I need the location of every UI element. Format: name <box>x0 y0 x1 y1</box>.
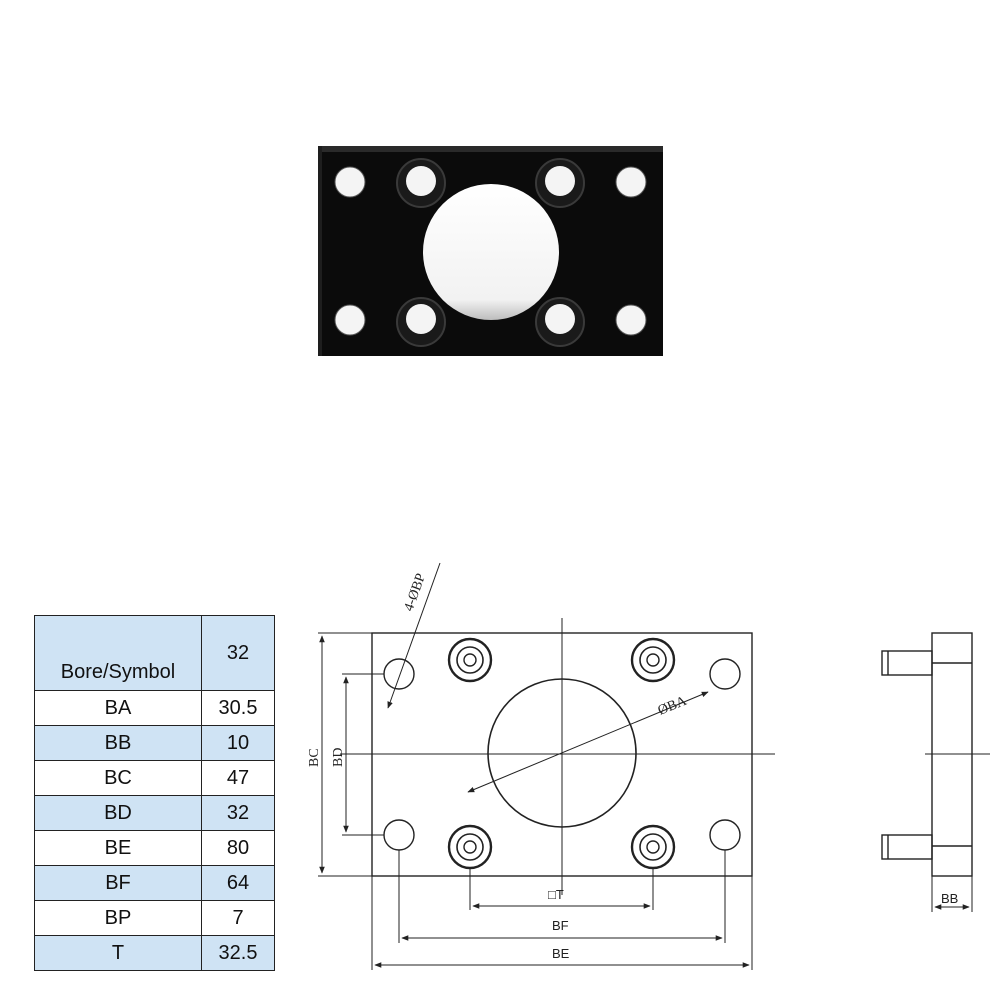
table-header-row: Bore/Symbol 32 <box>34 615 275 691</box>
outer-holes <box>334 166 647 336</box>
symbol-cell: BF <box>34 865 202 901</box>
hole-callout-label: 4-ØBP <box>402 571 429 613</box>
value-cell: 30.5 <box>201 690 275 726</box>
symbol-cell: BA <box>34 690 202 726</box>
technical-drawing: 4-ØBP ØBA BC BD □T BF BE BB <box>307 562 990 970</box>
square-t-label: □T <box>548 887 564 902</box>
symbol-cell: BD <box>34 795 202 831</box>
value-cell: 80 <box>201 830 275 866</box>
value-cell: 64 <box>201 865 275 901</box>
table-row: BE 80 <box>34 830 275 866</box>
dimension-table: Bore/Symbol 32 BA 30.5 BB 10 BC 47 BD 32… <box>34 615 275 971</box>
dimension-lines <box>318 562 753 970</box>
header-symbol-cell: Bore/Symbol <box>34 615 202 691</box>
counterbored-holes <box>396 158 585 347</box>
table-row: BC 47 <box>34 760 275 796</box>
be-label: BE <box>552 946 570 961</box>
symbol-cell: BP <box>34 900 202 936</box>
flange-plate-photo <box>318 146 663 356</box>
side-view <box>881 632 990 912</box>
table-row: BD 32 <box>34 795 275 831</box>
value-cell: 47 <box>201 760 275 796</box>
bd-label: BD <box>331 748 346 767</box>
table-row: T 32.5 <box>34 935 275 971</box>
symbol-cell: BB <box>34 725 202 761</box>
bb-label: BB <box>941 891 958 906</box>
header-value-cell: 32 <box>201 615 275 691</box>
value-cell: 10 <box>201 725 275 761</box>
table-row: BB 10 <box>34 725 275 761</box>
value-cell: 7 <box>201 900 275 936</box>
bc-label: BC <box>307 748 322 767</box>
table-row: BF 64 <box>34 865 275 901</box>
value-cell: 32.5 <box>201 935 275 971</box>
drawing-labels: 4-ØBP ØBA BC BD □T BF BE BB <box>307 571 958 961</box>
central-bore <box>423 184 559 320</box>
bf-label: BF <box>552 918 569 933</box>
symbol-cell: T <box>34 935 202 971</box>
table-row: BA 30.5 <box>34 690 275 726</box>
symbol-cell: BE <box>34 830 202 866</box>
value-cell: 32 <box>201 795 275 831</box>
bore-label: ØBA <box>656 693 690 718</box>
table-row: BP 7 <box>34 900 275 936</box>
symbol-cell: BC <box>34 760 202 796</box>
